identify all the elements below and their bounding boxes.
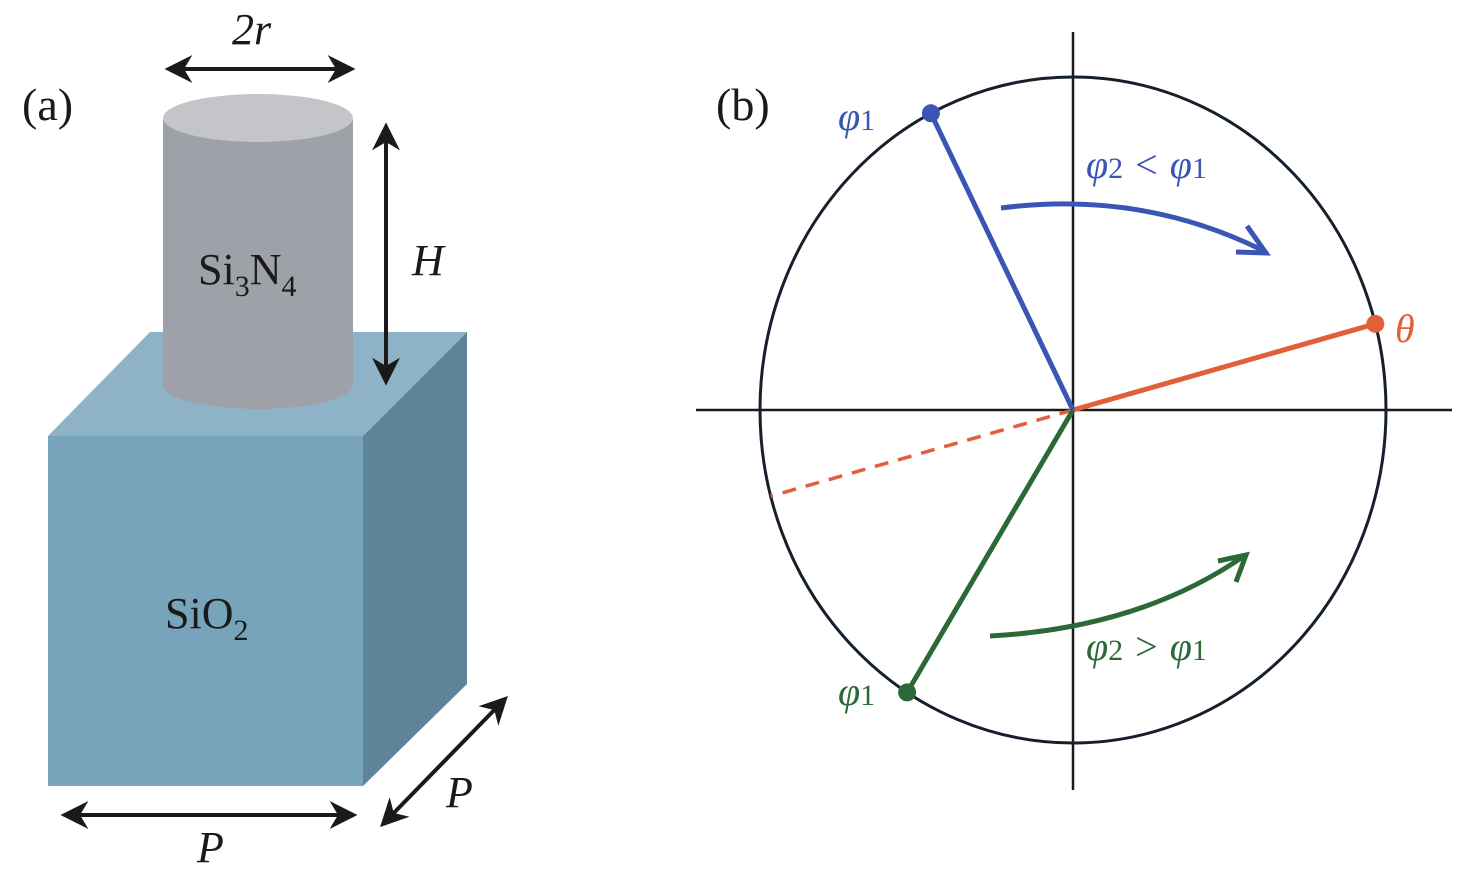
phi1-bottom-label: φ1 xyxy=(838,669,875,714)
counterclockwise-arrowhead xyxy=(1217,551,1250,583)
period-x-label: P xyxy=(196,823,224,872)
period-y-label: P xyxy=(445,768,473,817)
height-label: H xyxy=(411,236,446,285)
pillar-material-label: Si3N4 xyxy=(198,245,296,303)
clockwise-arrowhead xyxy=(1235,224,1271,256)
phi1-top-label: φ1 xyxy=(838,94,875,139)
panel-a-label: (a) xyxy=(22,79,73,130)
theta-vector xyxy=(1072,321,1377,413)
theta-label: θ xyxy=(1395,306,1415,351)
substrate-side-face xyxy=(363,332,467,786)
panel-a: (a) Si3N4 SiO2 2r H P P xyxy=(22,5,508,872)
panel-b: (b) θ φ1 φ1 φ2<φ1 φ2>φ1 xyxy=(696,32,1452,790)
panel-b-label: (b) xyxy=(716,79,770,130)
phi1-bottom-vector xyxy=(904,408,1076,694)
pillar-top-face xyxy=(163,94,353,142)
phi1-bottom-point xyxy=(898,683,917,702)
theta-opposite-dashed-line xyxy=(770,408,1074,498)
clockwise-rotation-arrow xyxy=(1000,201,1264,253)
relation-top-label: φ2<φ1 xyxy=(1086,142,1207,187)
substrate-front-face xyxy=(48,436,363,786)
relation-bottom-label: φ2>φ1 xyxy=(1086,624,1207,669)
unit-circle xyxy=(758,75,1388,745)
counterclockwise-rotation-arrow xyxy=(989,553,1246,639)
pillar-body xyxy=(163,120,353,409)
theta-point xyxy=(1366,314,1385,333)
diameter-label: 2r xyxy=(232,5,272,54)
phi1-top-vector xyxy=(928,112,1076,412)
phi1-top-point xyxy=(921,104,940,123)
period-y-arrow xyxy=(380,695,508,828)
substrate-material-label: SiO2 xyxy=(165,589,248,647)
